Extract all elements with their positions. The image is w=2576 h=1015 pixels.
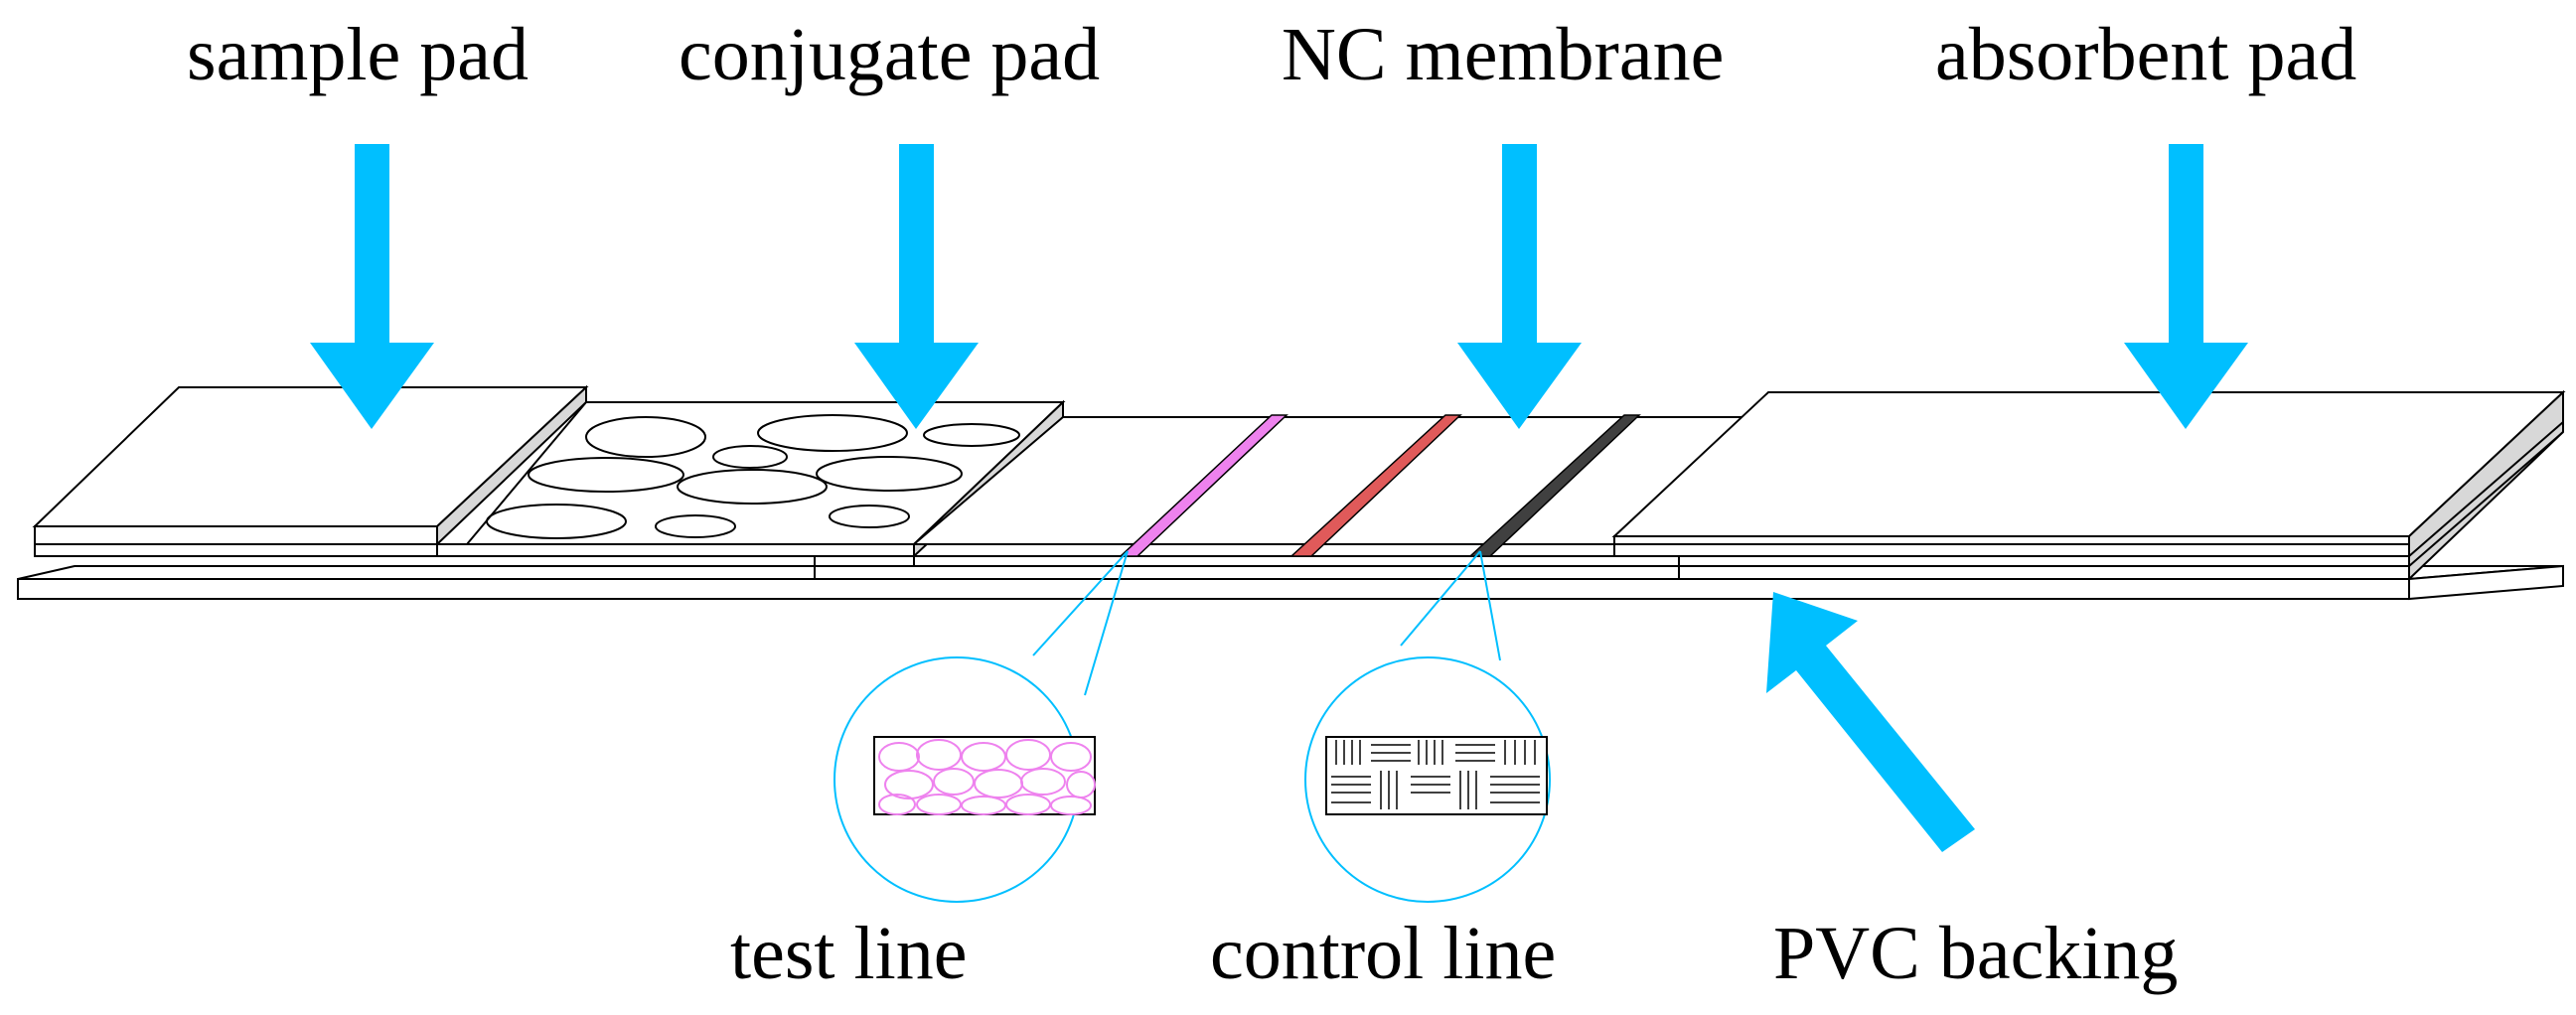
label-conjugate-pad: conjugate pad — [679, 13, 1100, 96]
control-line-stripe — [1468, 414, 1641, 557]
label-absorbent-pad: absorbent pad — [1935, 13, 2356, 96]
test-line-magnifier — [833, 656, 1096, 903]
sample-pad-shape — [32, 384, 589, 547]
control-line-texture — [1331, 740, 1540, 809]
conjugate-particles — [486, 414, 1020, 539]
label-pvc-backing: PVC backing — [1773, 912, 2178, 995]
label-control-line: control line — [1210, 912, 1556, 995]
sample-pad-arrow-icon — [310, 144, 434, 429]
middle-line-stripe — [1289, 414, 1462, 557]
nc-membrane-arrow-icon — [1457, 144, 1582, 429]
absorbent-pad-arrow-icon — [2124, 144, 2248, 429]
arrows — [310, 144, 2248, 852]
label-test-line: test line — [730, 912, 968, 995]
conjugate-pad-arrow-icon — [854, 144, 979, 429]
pvc-backing-arrow-icon — [1766, 592, 1975, 852]
label-nc-membrane: NC membrane — [1282, 13, 1724, 96]
test-line-texture — [878, 739, 1096, 815]
absorbent-pad-shape — [1611, 389, 2566, 582]
callout-connectors — [1032, 550, 1501, 696]
control-line-magnifier — [1304, 656, 1551, 903]
labels: sample pad conjugate pad NC membrane abs… — [187, 13, 2356, 995]
membrane-lines — [1119, 414, 1641, 557]
test-line-stripe — [1119, 414, 1288, 557]
pvc-backing-shape — [17, 564, 2564, 601]
label-sample-pad: sample pad — [187, 13, 529, 96]
